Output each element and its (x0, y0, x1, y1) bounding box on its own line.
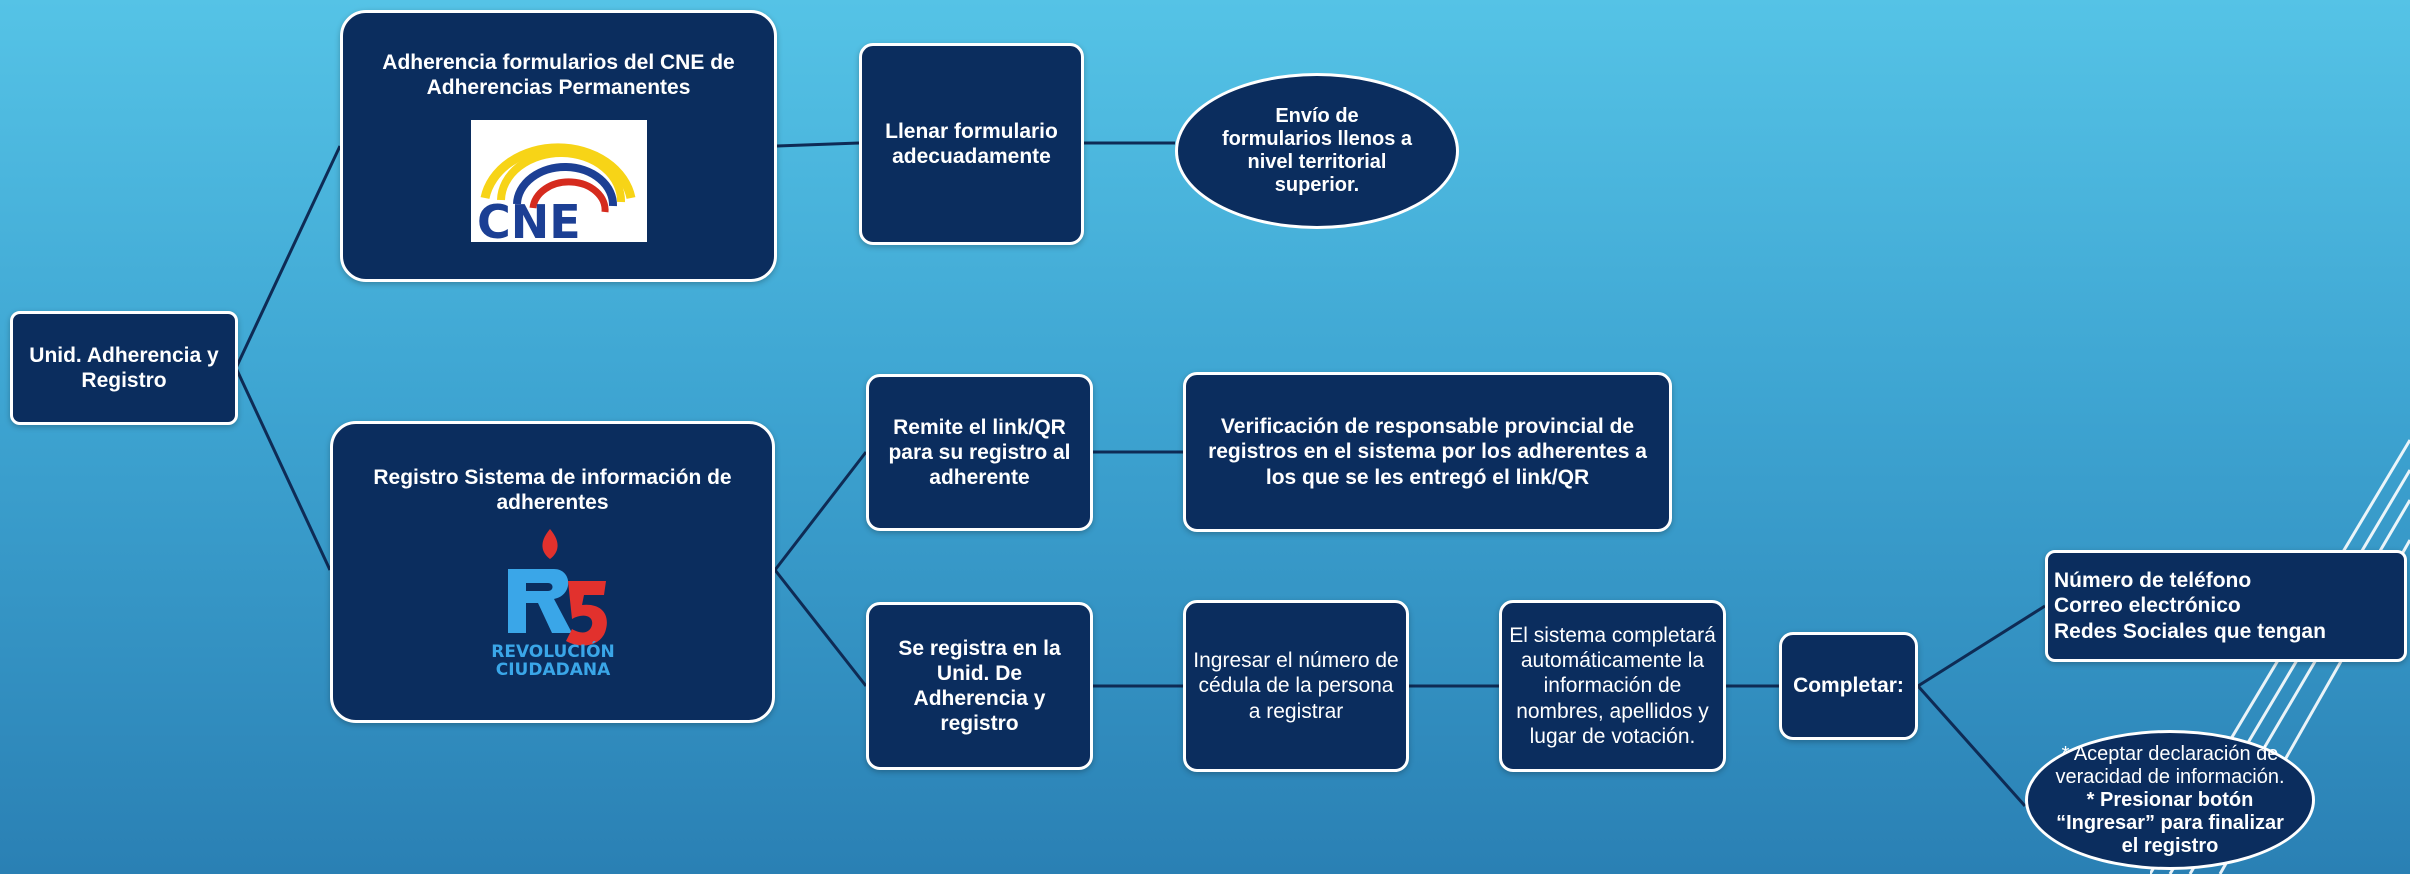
root-node: Unid. Adherencia y Registro (10, 311, 238, 425)
final-note-1: * Aceptar declaración de veracidad de in… (2055, 742, 2285, 788)
verification-label: Verificación de responsable provincial d… (1208, 415, 1647, 489)
contact-fields-node: Número de teléfono Correo electrónico Re… (2045, 550, 2407, 662)
id-number-node: Ingresar el número de cédula de la perso… (1183, 600, 1409, 772)
auto-complete-node: El sistema completará automáticamente la… (1499, 600, 1726, 772)
revolucion-ciudadana-logo-icon: REVOLUCIÓN CIUDADANA (491, 529, 615, 679)
send-link-node: Remite el link/QR para su registro al ad… (866, 374, 1093, 531)
field-social: Redes Sociales que tengan (2054, 619, 2326, 643)
fill-form-label: Llenar formulario adecuadamente (885, 119, 1058, 168)
final-note-2: * Presionar botón “Ingresar” para finali… (2056, 788, 2284, 857)
cne-logo-text: CNE (477, 195, 581, 242)
id-number-label: Ingresar el número de cédula de la perso… (1193, 649, 1399, 723)
unit-register-label: Se registra en la Unid. De Adherencia y … (898, 636, 1061, 736)
complete-label: Completar: (1793, 674, 1904, 698)
field-email: Correo electrónico (2054, 594, 2241, 618)
cne-forms-node: Adherencia formularios del CNE de Adhere… (340, 10, 777, 282)
cne-forms-title: Adherencia formularios del CNE de Adhere… (382, 50, 735, 99)
final-steps-node: * Aceptar declaración de veracidad de in… (2025, 730, 2315, 870)
info-system-title: Registro Sistema de información de adher… (373, 465, 732, 514)
auto-complete-label: El sistema completará automáticamente la… (1509, 624, 1716, 748)
send-forms-label: Envío de formularios llenos a nivel terr… (1221, 105, 1413, 196)
root-label: Unid. Adherencia y Registro (29, 343, 219, 392)
fill-form-node: Llenar formulario adecuadamente (859, 43, 1084, 245)
rc-logo-caption-1: REVOLUCIÓN (491, 640, 615, 662)
complete-node: Completar: (1779, 632, 1918, 740)
verification-node: Verificación de responsable provincial d… (1183, 372, 1672, 532)
send-forms-node: Envío de formularios llenos a nivel terr… (1175, 73, 1459, 229)
cne-logo-icon: CNE (470, 120, 647, 243)
unit-register-node: Se registra en la Unid. De Adherencia y … (866, 602, 1093, 770)
info-system-node: Registro Sistema de información de adher… (330, 421, 775, 723)
field-phone: Número de teléfono (2054, 569, 2252, 593)
send-link-label: Remite el link/QR para su registro al ad… (888, 415, 1071, 490)
rc-logo-caption-2: CIUDADANA (495, 660, 610, 679)
